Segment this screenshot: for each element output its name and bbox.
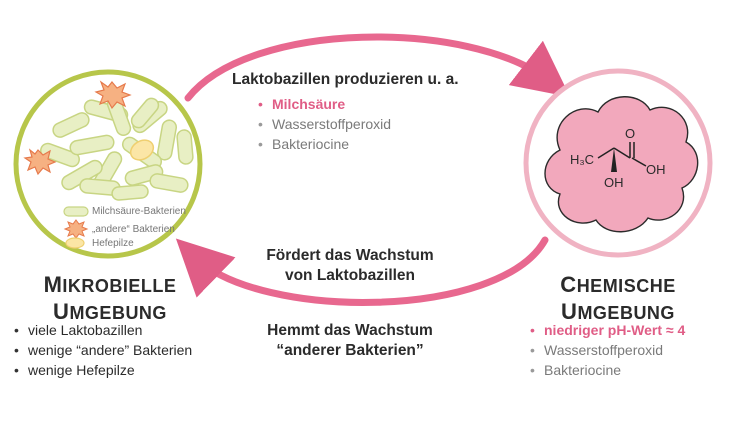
molecule-oh-alcohol: OH xyxy=(604,175,624,190)
molecule-oh-acid: OH xyxy=(646,162,666,177)
inhibit-text: Hemmt das Wachstum “anderer Bakterien” xyxy=(235,321,465,361)
top-item-bakteriocine: Bakteriocine xyxy=(258,134,522,154)
top-block: Laktobazillen produzieren u. a. Milchsäu… xyxy=(232,70,522,154)
microbial-item-2: wenige “andere” Bakterien xyxy=(14,340,192,360)
promote-text: Fördert das Wachstum von Laktobazillen xyxy=(235,246,465,286)
legend-other-label: „andere“ Bakterien xyxy=(92,224,175,235)
promote-line-2: von Laktobazillen xyxy=(284,267,416,284)
legend-yeast-swatch xyxy=(65,237,85,249)
legend-yeast-label: Hefepilze xyxy=(92,238,134,249)
top-item-wasserstoffperoxid: Wasserstoffperoxid xyxy=(258,114,522,134)
inhibit-line-1: Hemmt das Wachstum xyxy=(267,322,433,339)
microbial-circle xyxy=(13,69,203,259)
chemical-item-wasserstoffperoxid: Wasserstoffperoxid xyxy=(530,340,685,360)
chemical-circle xyxy=(523,68,713,258)
legend-lactic-label: Milchsäure-Bakterien xyxy=(92,206,186,217)
microbial-item-3: wenige Hefepilze xyxy=(14,360,192,380)
microbial-list: viele Laktobazillen wenige “andere” Bakt… xyxy=(14,320,192,380)
chemical-heading: CHEMISCHE UMGEBUNG xyxy=(560,272,676,324)
legend-other-swatch xyxy=(63,219,89,239)
wedge-bond xyxy=(611,148,617,172)
chemical-cloud xyxy=(544,96,699,233)
chemical-item-ph: niedriger pH-Wert ≈ 4 xyxy=(530,320,685,340)
chemical-list: niedriger pH-Wert ≈ 4 Wasserstoffperoxid… xyxy=(530,320,685,380)
top-arrow xyxy=(184,33,571,102)
chemical-item-bakteriocine: Bakteriocine xyxy=(530,360,685,380)
top-list: Milchsäure Wasserstoffperoxid Bakterioci… xyxy=(258,94,522,154)
top-item-milchsaeure: Milchsäure xyxy=(258,94,522,114)
molecule-o: O xyxy=(625,126,636,141)
promote-line-1: Fördert das Wachstum xyxy=(266,247,434,264)
bottom-arrow xyxy=(175,236,549,306)
inhibit-line-2: “anderer Bakterien” xyxy=(276,342,424,359)
microbial-item-1: viele Laktobazillen xyxy=(14,320,192,340)
top-title: Laktobazillen produzieren u. a. xyxy=(232,71,459,88)
lactic-acid-structure xyxy=(597,142,647,167)
microbial-heading: MIKROBIELLE UMGEBUNG xyxy=(43,272,177,324)
legend-lactic-swatch xyxy=(63,206,89,217)
molecule-h3c: H₃C xyxy=(570,152,595,167)
